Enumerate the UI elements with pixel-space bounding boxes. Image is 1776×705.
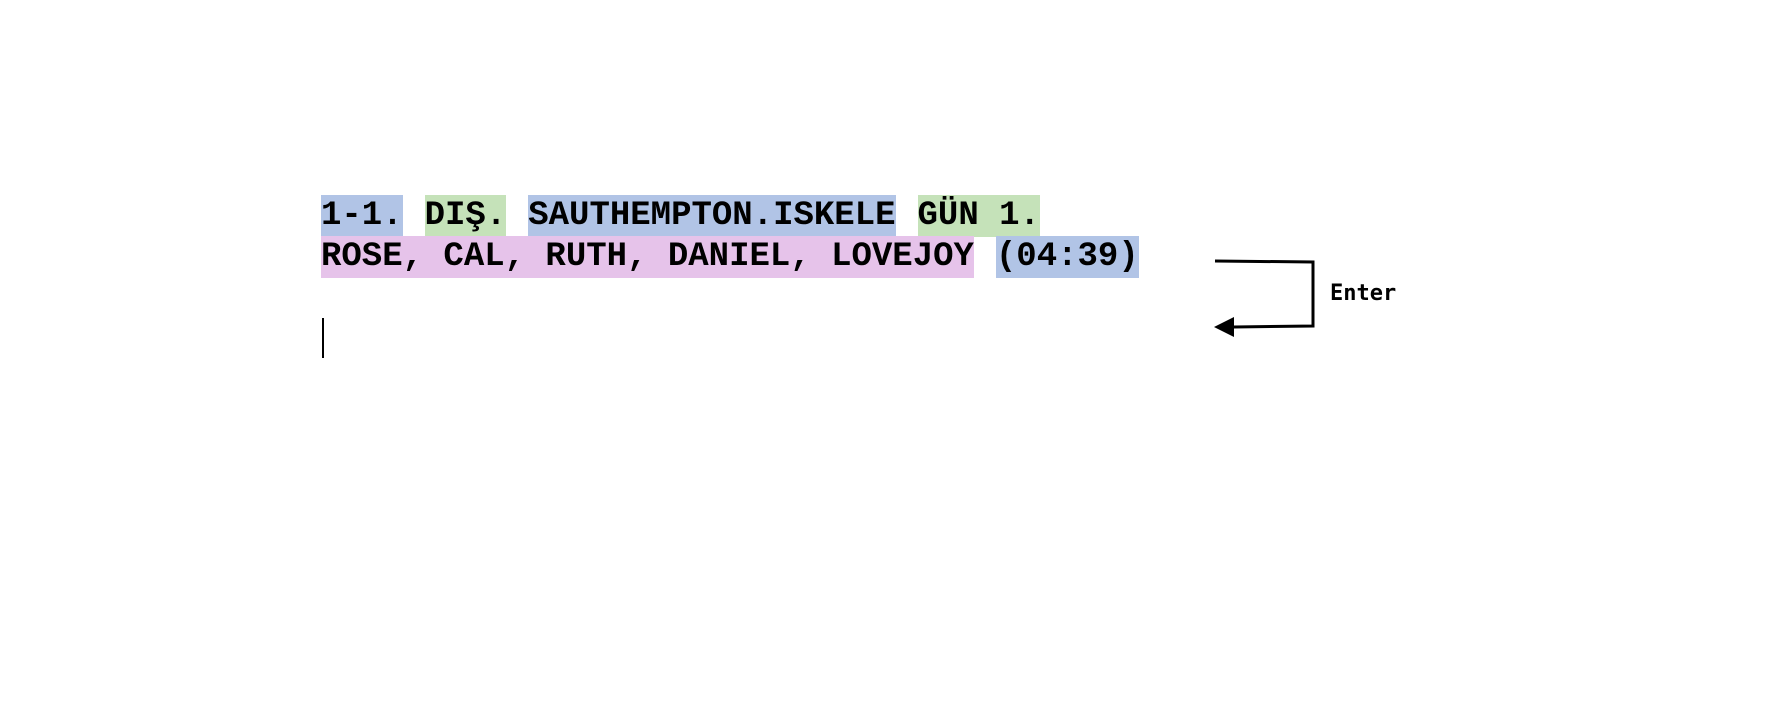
scene-heading-line: 1-1. DIŞ. SAUTHEMPTON.ISKELE GÜN 1. <box>321 195 1040 237</box>
enter-return-arrow-icon <box>1214 259 1315 337</box>
location-type-segment[interactable]: DIŞ. <box>424 195 507 237</box>
segment-gap <box>974 236 996 278</box>
scene-number-segment[interactable]: 1-1. <box>321 195 403 237</box>
duration-segment[interactable]: (04:39) <box>995 236 1139 278</box>
segment-gap <box>506 195 528 237</box>
characters-segment[interactable]: ROSE, CAL, RUTH, DANIEL, LOVEJOY <box>321 236 974 278</box>
segment-gap <box>896 195 918 237</box>
time-of-day-segment[interactable]: GÜN 1. <box>917 195 1040 237</box>
characters-line: ROSE, CAL, RUTH, DANIEL, LOVEJOY (04:39) <box>321 236 1139 278</box>
enter-key-label: Enter <box>1330 281 1397 306</box>
text-cursor <box>322 318 324 358</box>
location-name-segment[interactable]: SAUTHEMPTON.ISKELE <box>528 195 896 237</box>
segment-gap <box>403 195 425 237</box>
